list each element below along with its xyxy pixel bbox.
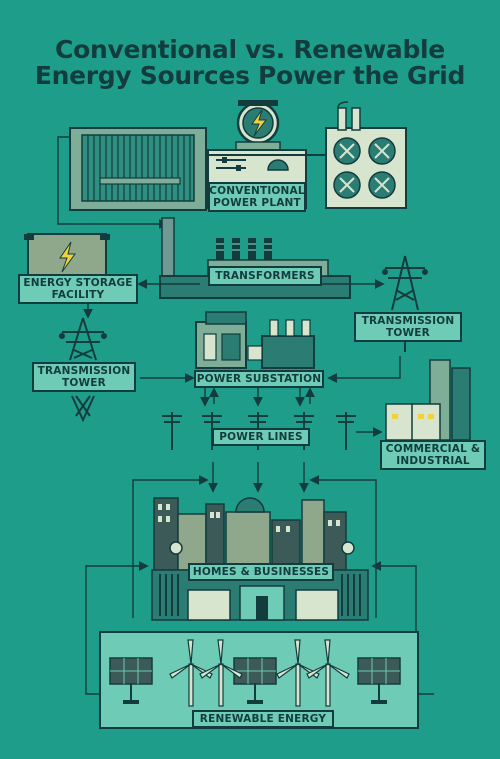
- label-line: RENEWABLE ENERGY: [199, 713, 327, 725]
- label-commercial-industrial: COMMERCIAL & INDUSTRIAL: [380, 440, 486, 470]
- label-line: TRANSMISSION: [361, 315, 455, 327]
- transmission-tower-right-icon: [382, 255, 428, 311]
- label-line: FACILITY: [51, 289, 105, 301]
- factory-icon: [385, 359, 471, 441]
- transformer-yard-icon: [159, 217, 351, 299]
- label-line: POWER SUBSTATION: [196, 373, 322, 385]
- label-power-lines: POWER LINES: [212, 428, 310, 446]
- turbine-fans-icon: [325, 101, 407, 209]
- wind-turbine-icon: [306, 639, 350, 707]
- transmission-tower-left-icon: [59, 317, 107, 423]
- title-line-1: Conventional vs. Renewable: [55, 35, 445, 64]
- generator-dial-icon: [235, 100, 281, 153]
- solar-panel-icon: [233, 657, 277, 704]
- label-line: TRANSMISSION: [37, 365, 131, 377]
- solar-panel-icon: [109, 657, 153, 704]
- label-energy-storage-facility: ENERGY STORAGE FACILITY: [18, 274, 138, 304]
- label-line: COMMERCIAL &: [385, 443, 481, 455]
- label-line: TOWER: [386, 327, 430, 339]
- label-power-substation: POWER SUBSTATION: [194, 370, 324, 388]
- city-buildings-icon: [151, 497, 369, 621]
- label-line: TOWER: [62, 377, 106, 389]
- label-line: CONVENTIONAL: [209, 185, 305, 197]
- label-line: INDUSTRIAL: [396, 455, 470, 467]
- label-homes-businesses: HOMES & BUSINESSES: [188, 563, 334, 581]
- title-line-2: Energy Sources Power the Grid: [34, 61, 466, 90]
- label-conventional-power-plant: CONVENTIONAL POWER PLANT: [208, 182, 306, 212]
- label-transmission-tower-right: TRANSMISSION TOWER: [354, 312, 462, 342]
- wind-turbine-icon: [199, 639, 243, 707]
- label-line: ENERGY STORAGE: [23, 277, 133, 289]
- label-line: HOMES & BUSINESSES: [192, 566, 330, 578]
- label-line: POWER LINES: [219, 431, 303, 443]
- label-renewable-energy: RENEWABLE ENERGY: [192, 710, 334, 728]
- battery-storage-icon: [24, 233, 110, 279]
- label-transformers: TRANSFORMERS: [208, 266, 322, 286]
- cooling-tower-icon: [69, 127, 207, 211]
- label-line: TRANSFORMERS: [215, 270, 315, 282]
- label-line: POWER PLANT: [213, 197, 301, 209]
- substation-icon: [195, 311, 315, 369]
- label-transmission-tower-left: TRANSMISSION TOWER: [32, 362, 136, 392]
- solar-panel-icon: [357, 657, 401, 704]
